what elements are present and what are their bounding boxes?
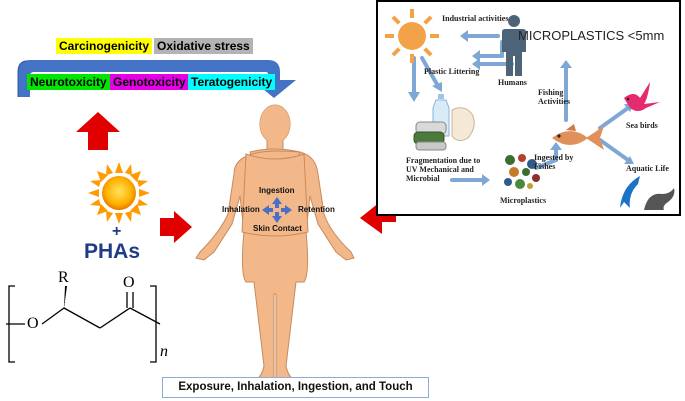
red-right-arrow xyxy=(160,211,192,243)
sea-bird-icon xyxy=(624,82,660,111)
human-figure-icon xyxy=(502,15,526,76)
route-skin-contact: Skin Contact xyxy=(253,224,302,233)
label-fragmentation: Fragmentation due to UV Mechanical and M… xyxy=(406,156,481,183)
fish-icon xyxy=(552,124,604,150)
route-inhalation: Inhalation xyxy=(222,205,260,214)
label-microplastics: Microplastics xyxy=(500,196,547,205)
caption-box: Exposure, Inhalation, Ingestion, and Tou… xyxy=(162,377,429,398)
teratogenicity-tag: Teratogenicity xyxy=(188,74,276,90)
structure-o-ring: O xyxy=(27,315,39,332)
pha-structure xyxy=(6,285,161,363)
route-ingestion: Ingestion xyxy=(259,186,295,195)
panel-sun-icon xyxy=(385,9,439,63)
route-retention: Retention xyxy=(298,205,335,214)
pha-label: PHAs xyxy=(84,240,141,263)
panel-title: MICROPLASTICS <5mm xyxy=(518,28,665,43)
label-sea-birds: Sea birds xyxy=(626,121,658,130)
effects-arc xyxy=(17,60,296,98)
label-plastic-littering: Plastic Littering xyxy=(424,67,480,76)
aquatic-animals-icon xyxy=(620,176,675,210)
label-ingested: Ingested by Fishes xyxy=(534,153,574,171)
red-up-arrow xyxy=(76,112,120,150)
genotoxicity-tag: Genotoxicity xyxy=(110,74,189,90)
panel-arrows xyxy=(408,30,634,186)
neurotoxicity-tag: Neurotoxicity xyxy=(27,74,110,90)
oxidative-stress-tag: Oxidative stress xyxy=(154,38,253,54)
structure-n: n xyxy=(160,343,168,360)
plus-sign: + xyxy=(112,223,122,240)
label-humans: Humans xyxy=(498,78,527,87)
effects-arc-band xyxy=(18,60,296,98)
label-industrial: Industrial activities xyxy=(442,14,509,23)
microplastics-particles-icon xyxy=(504,154,540,189)
plastic-waste-icon xyxy=(413,94,475,151)
sun-icon xyxy=(88,162,150,224)
carcinogenicity-tag: Carcinogenicity xyxy=(56,38,153,54)
label-aquatic-life: Aquatic Life xyxy=(626,164,669,173)
structure-r: R xyxy=(58,269,69,286)
human-body xyxy=(195,104,355,381)
label-fishing: Fishing Activities xyxy=(538,88,570,106)
structure-o-carbonyl: O xyxy=(123,274,135,291)
route-cross-arrow xyxy=(262,197,292,223)
